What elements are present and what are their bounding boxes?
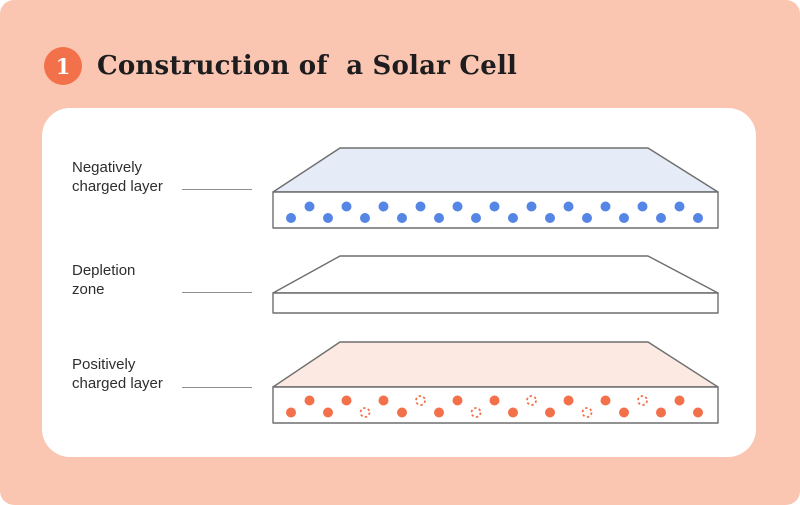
hole-dot [415,395,426,406]
electron-dot [693,213,703,223]
positive-charge-dots [286,395,703,418]
hole-dot [526,395,537,406]
step-number: 1 [55,53,71,79]
pointer-line-negative [182,189,252,190]
depletion-zone-top-face [272,255,719,294]
electron-dot [378,201,389,212]
positive-charge-dot [508,407,518,418]
solar-cell-diagram [272,147,719,424]
pointer-line-positive [182,387,252,388]
label-positive-layer: Positively charged layer [72,356,163,392]
positive-layer-slab [272,341,719,424]
electron-dot [452,201,463,212]
electron-dot [619,213,629,223]
depletion-zone-front-face [272,292,719,314]
positive-charge-dot [286,407,296,418]
header: 1 Construction of a Solar Cell [44,47,517,85]
pointer-line-depletion [182,292,252,293]
electron-dot [674,201,685,212]
diagram-card: Negatively charged layer Depletion zone … [42,108,756,457]
electron-dot [415,201,426,212]
electron-dot [286,213,296,223]
electron-dot [304,201,315,212]
electron-dot [637,201,648,212]
electron-dot [508,213,518,223]
positive-charge-dot [341,395,352,406]
hole-dot [581,407,593,418]
positive-charge-dot [693,407,703,418]
depletion-zone-slab [272,255,719,314]
hole-dot [470,407,482,418]
page-title: Construction of a Solar Cell [97,51,518,81]
electron-dot [323,213,333,223]
label-depletion-zone: Depletion zone [72,262,136,298]
electron-dots [286,201,703,223]
positive-charge-dot [452,395,463,406]
positive-charge-dot [397,407,407,418]
electron-dot [656,213,666,223]
positive-charge-dot [545,407,555,418]
positive-charge-dot [489,395,500,406]
positive-charge-dot [323,407,333,418]
negative-layer-slab [272,147,719,229]
hole-dot [359,407,371,418]
electron-dot [341,201,352,212]
label-negative-layer: Negatively charged layer [72,159,163,195]
electron-dot [545,213,555,223]
positive-charge-dot [563,395,574,406]
hole-dot [637,395,648,406]
positive-charge-dot [600,395,611,406]
positive-charge-dot [674,395,685,406]
electron-dot [397,213,407,223]
positive-charge-dot [304,395,315,406]
electron-dot [600,201,611,212]
positive-charge-dot [656,407,666,418]
electron-dot [526,201,537,212]
positive-charge-dot [378,395,389,406]
negative-layer-top-face [272,147,719,193]
positive-charge-dot [434,407,444,418]
electron-dot [471,213,481,223]
electron-dot [360,213,370,223]
positive-charge-dot [619,407,629,418]
electron-dot [563,201,574,212]
electron-dot [434,213,444,223]
positive-layer-top-face [272,341,719,388]
electron-dot [582,213,592,223]
electron-dot [489,201,500,212]
step-number-badge: 1 [44,47,82,85]
